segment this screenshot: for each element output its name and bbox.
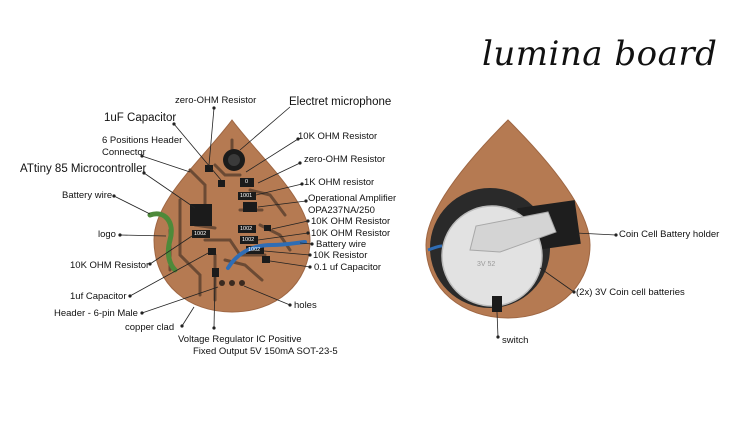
label-opamp-2: OPA237NA/250	[308, 205, 375, 216]
label-copper-clad: copper clad	[125, 322, 175, 333]
label-regulator-1: Voltage Regulator IC Positive	[178, 334, 302, 345]
leader-dots	[112, 106, 618, 339]
leader-lines	[113, 106, 617, 338]
label-switch: switch	[502, 335, 529, 346]
label-opamp-1: Operational Amplifier	[308, 193, 397, 204]
resistor-1001	[238, 192, 256, 200]
cap-1uf-top-part	[218, 180, 225, 187]
label-electret: Electret microphone	[289, 96, 392, 108]
label-cap-1uf-top: 1uF Capacitor	[104, 112, 177, 124]
cap-01uf-part	[262, 256, 270, 263]
attiny-chip	[190, 204, 212, 226]
zero-ohm-top-part	[205, 165, 213, 172]
mark-zero: 0	[245, 179, 249, 185]
label-coin-holder: Coin Cell Battery holder	[619, 229, 720, 240]
ten-k-top-part	[264, 225, 271, 231]
label-one-k: 1K OHM resistor	[304, 177, 375, 188]
mark-1001: 1001	[240, 193, 253, 199]
label-attiny: ATtiny 85 Microcontroller	[20, 163, 147, 175]
label-zero-ohm-top: zero-OHM Resistor	[175, 95, 257, 106]
label-battery-wire-right: Battery wire	[316, 239, 367, 250]
label-header-connector-2: Connector	[102, 147, 146, 158]
label-battery-wire-left: Battery wire	[62, 190, 113, 201]
page-title: lumina board	[482, 34, 718, 74]
label-ten-k-b: 10K OHM Resistor	[311, 228, 391, 239]
label-ten-k-res: 10K Resistor	[313, 250, 368, 261]
label-holes: holes	[294, 300, 317, 311]
resistor-zero	[240, 178, 254, 187]
opamp-chip	[243, 202, 257, 212]
mark-1002-b: 1002	[240, 226, 253, 232]
cap-1uf-bottom-part	[208, 248, 216, 255]
label-ten-k-top: 10K OHM Resistor	[298, 131, 378, 142]
switch-part	[492, 296, 502, 312]
resistor-1002-c	[240, 236, 258, 244]
label-logo: logo	[98, 229, 116, 240]
label-ten-k-a: 10K OHM Resistor	[311, 216, 391, 227]
board-shape-left	[153, 119, 311, 313]
mark-1002-a: 1002	[194, 231, 207, 237]
pcb-bottom-view	[425, 119, 591, 319]
label-cap-01uf: 0.1 uf Capacitor	[314, 262, 382, 273]
pcb-top-view	[147, 119, 311, 313]
regulator-part	[212, 268, 219, 277]
mark-1002-c: 1002	[242, 237, 255, 243]
mark-1002-d: 1002	[248, 247, 261, 253]
label-header-6pin: Header - 6-pin Male	[54, 308, 138, 319]
wire-stub-right	[427, 244, 443, 252]
battery-wire-green	[147, 211, 178, 273]
resistor-1002-a	[192, 230, 210, 238]
resistor-1002-b	[238, 225, 256, 233]
label-regulator-2: Fixed Output 5V 150mA SOT-23-5	[193, 346, 338, 357]
label-coin-batteries: (2x) 3V Coin cell batteries	[576, 287, 685, 298]
coin-mark: 3V 52	[477, 261, 496, 268]
label-ten-k-left: 10K OHM Resistor	[70, 260, 150, 271]
resistor-1002-d	[246, 246, 264, 254]
coin-clip	[469, 211, 557, 253]
label-cap-1uf-bottom: 1uf Capacitor	[70, 291, 127, 302]
label-zero-ohm-right: zero-OHM Resistor	[304, 154, 386, 165]
header-holes	[219, 280, 245, 286]
label-header-connector-1: 6 Positions Header	[102, 135, 183, 146]
battery-wire-blue	[226, 240, 307, 270]
